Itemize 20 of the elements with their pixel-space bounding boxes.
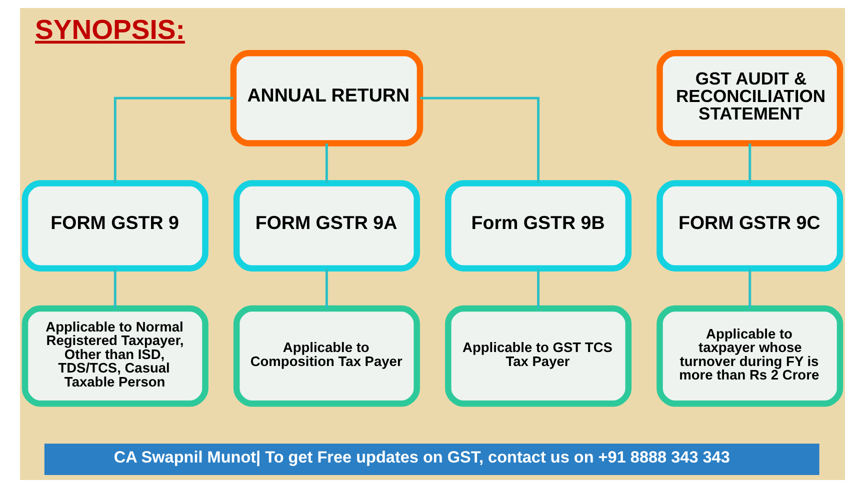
diagram-title: SYNOPSIS: bbox=[35, 14, 185, 45]
label: CA Swapnil Munot| To get Free updates on GST, contact us on +91 8888 343 343 bbox=[114, 448, 730, 466]
node-box: GST AUDIT & RECONCILIATION STATEMENT bbox=[656, 50, 844, 146]
node-box: Applicable to taxpayer whose turnover during FY is more than Rs 2 Crore bbox=[656, 305, 844, 407]
connector bbox=[114, 268, 116, 308]
node-box: FORM GSTR 9A bbox=[233, 180, 420, 272]
connector bbox=[325, 268, 328, 308]
connector bbox=[537, 268, 540, 308]
connector bbox=[325, 144, 328, 184]
node-box: FORM GSTR 9C bbox=[656, 180, 844, 272]
node-box: Applicable to Composition Tax Payer bbox=[233, 305, 420, 407]
node-box: Applicable to GST TCS Tax Payer bbox=[445, 305, 632, 407]
connector bbox=[748, 144, 752, 184]
node-box: FORM GSTR 9 bbox=[22, 180, 208, 272]
connector bbox=[114, 96, 234, 183]
connector bbox=[748, 268, 752, 308]
connector bbox=[420, 96, 540, 183]
node-box: Applicable to Normal Registered Taxpayer, Other than ISD, TDS/TCS, Casual Taxable Person bbox=[22, 305, 208, 407]
node-box: Form GSTR 9B bbox=[445, 180, 632, 272]
node-box: ANNUAL RETURN bbox=[230, 50, 424, 146]
